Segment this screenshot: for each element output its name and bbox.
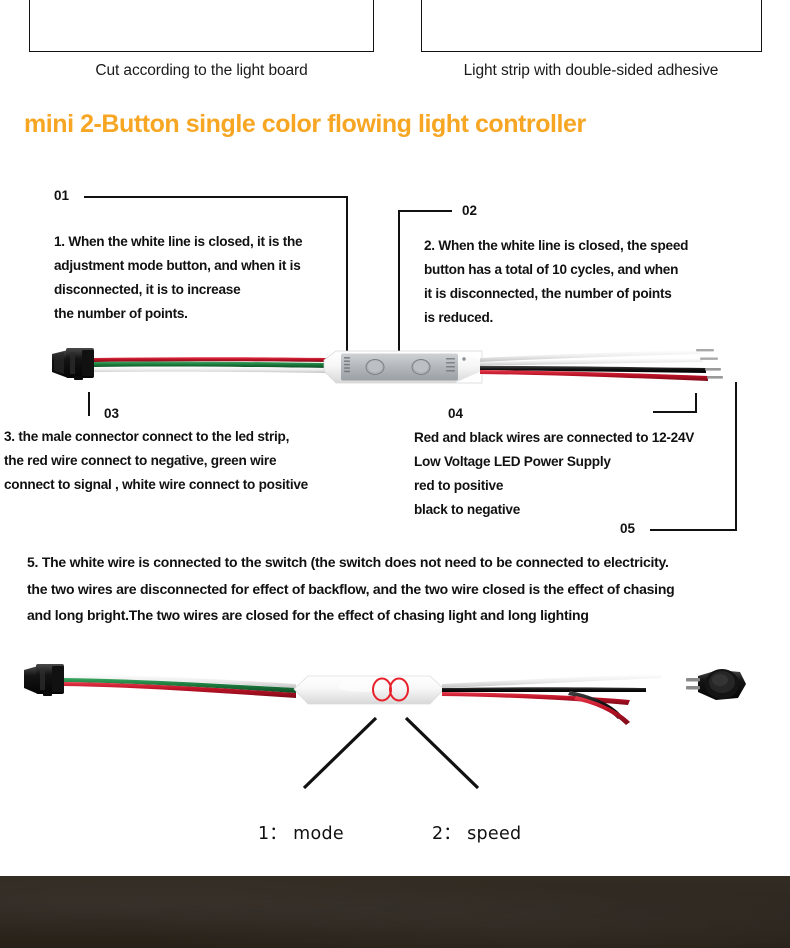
mode-button-top[interactable]	[365, 359, 385, 375]
top-image-box-right	[421, 0, 762, 52]
bottom-dark-strip	[0, 876, 790, 948]
callout-number-03: 03	[104, 406, 120, 421]
bottom-pointer-lines	[302, 716, 480, 790]
callout-text-01: 1. When the white line is closed, it is …	[54, 234, 303, 321]
leader-line-04-vertical	[695, 393, 697, 413]
controller-photo-bottom	[10, 660, 780, 740]
callout-text-02: 2. When the white line is closed, the sp…	[424, 238, 689, 325]
callout-number-05: 05	[620, 521, 636, 536]
callout-text-03: 3. the male connector connect to the led…	[4, 429, 308, 492]
callout-text-05: 5. The white wire is connected to the sw…	[27, 554, 675, 623]
speed-button-top[interactable]	[411, 359, 431, 375]
page-title: mini 2-Button single color flowing light…	[24, 110, 586, 138]
leader-line-05-vertical	[735, 382, 737, 530]
controller-illustration-top	[52, 348, 723, 384]
callout-number-02: 02	[462, 203, 478, 218]
leader-line-01-horizontal	[84, 196, 348, 198]
top-image-box-left	[29, 0, 374, 52]
label-speed: 2： speed	[432, 824, 522, 844]
callout-number-01: 01	[54, 188, 70, 203]
top-caption-left: Cut according to the light board	[95, 62, 308, 79]
callout-text-04: Red and black wires are connected to 12-…	[414, 430, 695, 517]
label-mode: 1： mode	[258, 824, 344, 844]
leader-line-02-horizontal	[398, 210, 452, 212]
top-caption-right: Light strip with double-sided adhesive	[463, 62, 719, 79]
leader-line-03-vertical	[88, 392, 90, 416]
leader-line-02-vertical	[398, 210, 400, 352]
controller-photo-top	[30, 338, 770, 400]
leader-line-01-vertical	[346, 196, 348, 352]
rocker-switch[interactable]	[686, 669, 746, 700]
leader-line-05-horizontal	[650, 529, 737, 531]
controller-illustration-bottom	[24, 664, 746, 725]
callout-number-04: 04	[448, 406, 464, 421]
leader-line-04-horizontal	[653, 411, 697, 413]
highlight-circle-speed	[389, 677, 409, 702]
